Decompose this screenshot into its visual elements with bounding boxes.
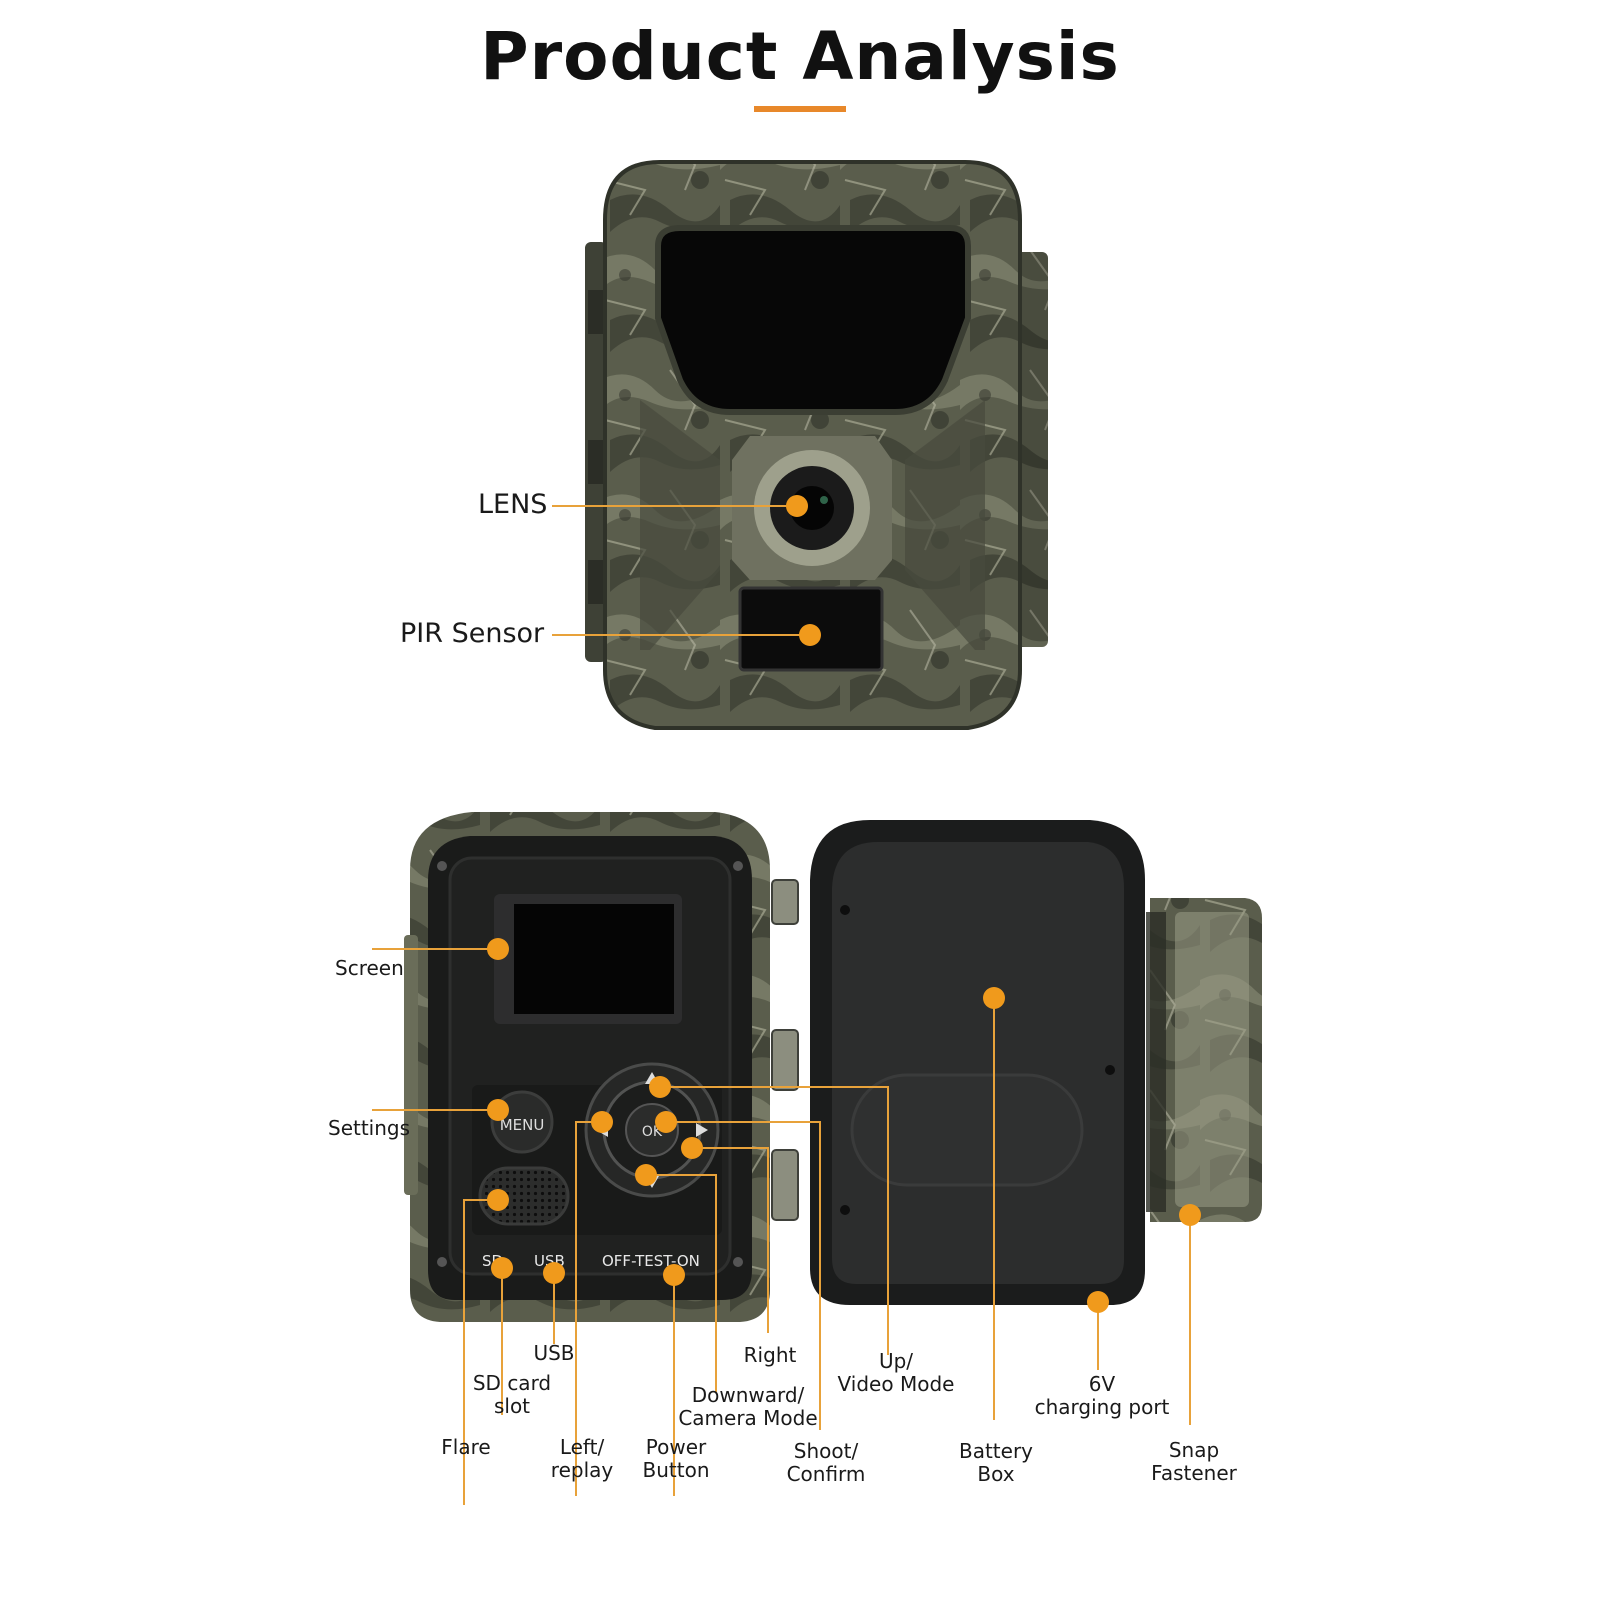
label-left-replay: Left/ replay <box>550 1435 614 1482</box>
front-leader-lines <box>552 505 810 636</box>
ok-callout-dot <box>655 1111 677 1133</box>
right-button[interactable] <box>696 1123 708 1137</box>
title-underline <box>754 106 846 112</box>
battery-door-emboss <box>850 1073 1084 1187</box>
usb-callout-dot <box>543 1262 565 1284</box>
label-snap-fastener: Snap Fastener <box>1151 1438 1237 1485</box>
settings-callout-dot <box>487 1099 509 1121</box>
sd-callout-dot <box>491 1257 513 1279</box>
back-callout-dots <box>487 938 1201 1313</box>
front-camera <box>585 160 1048 730</box>
label-sd-card-slot: SD card slot <box>472 1371 552 1418</box>
battery-box <box>832 842 1124 1284</box>
label-settings: Settings <box>328 1116 411 1140</box>
up-callout-dot <box>649 1076 671 1098</box>
menu-button-label: MENU <box>500 1116 545 1134</box>
charging-callout-dot <box>1087 1291 1109 1313</box>
page-title: Product Analysis <box>480 18 1120 95</box>
power-switch-marking: OFF-TEST-ON <box>602 1252 700 1270</box>
power-callout-dot <box>663 1264 685 1286</box>
label-flare: Flare <box>441 1435 491 1459</box>
left-callout-dot <box>591 1111 613 1133</box>
snap-callout-dot <box>1179 1204 1201 1226</box>
down-callout-dot <box>635 1164 657 1186</box>
ir-flash-window <box>655 225 971 415</box>
lens-callout-dot <box>786 495 808 517</box>
right-callout-dot <box>681 1137 703 1159</box>
label-up-video-mode: Up/ Video Mode <box>837 1349 955 1396</box>
label-lens: LENS <box>478 489 548 520</box>
label-screen: Screen <box>335 956 404 980</box>
side-ridge <box>404 935 418 1195</box>
back-leader-lines <box>372 948 1191 1505</box>
label-usb: USB <box>533 1341 575 1365</box>
lcd-screen <box>514 904 674 1014</box>
label-right: Right <box>743 1343 797 1367</box>
front-callout-dots <box>786 495 821 646</box>
screen-callout-dot <box>487 938 509 960</box>
label-battery-box: Battery Box <box>958 1439 1034 1486</box>
label-power-button: Power Button <box>642 1435 710 1482</box>
label-6v-charging-port: 6V charging port <box>1034 1372 1170 1419</box>
side-bevel <box>640 400 720 650</box>
battery-callout-dot <box>983 987 1005 1009</box>
label-shoot-confirm: Shoot/ Confirm <box>786 1439 866 1486</box>
label-downward-camera-mode: Downward/ Camera Mode <box>678 1383 818 1430</box>
hinges <box>771 879 799 1221</box>
flare-callout-dot <box>487 1189 509 1211</box>
strap-slot <box>588 440 606 484</box>
strap-slot <box>588 290 606 334</box>
label-pir-sensor: PIR Sensor <box>400 618 545 649</box>
side-bevel <box>905 400 985 650</box>
camera-back-open: MENU OK SD USB OFF-TEST-ON <box>404 812 1262 1322</box>
pir-callout-dot <box>799 624 821 646</box>
strap-slot <box>588 560 606 604</box>
